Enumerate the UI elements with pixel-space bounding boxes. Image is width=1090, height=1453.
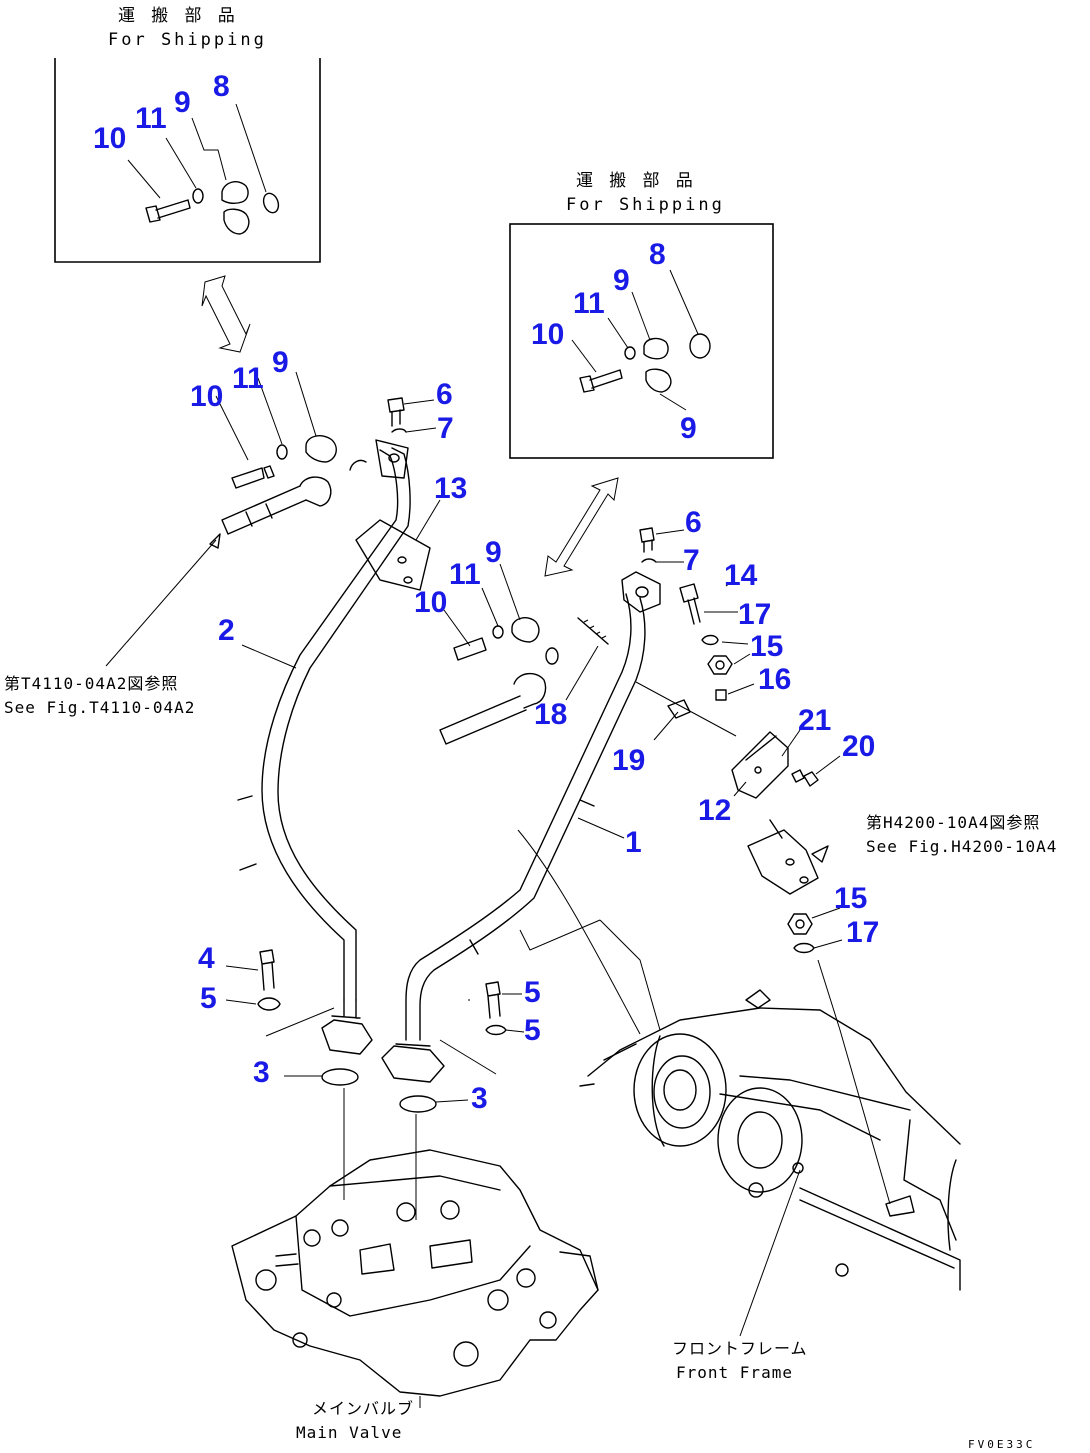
drawing-code: FV0E33C — [968, 1438, 1035, 1451]
callout-8-box1: 8 — [213, 70, 230, 103]
middle-clamp-assembly — [439, 563, 609, 745]
pipe-2 — [237, 397, 441, 1055]
callout-16: 16 — [758, 663, 791, 696]
callout-9-box1: 9 — [174, 86, 191, 119]
callout-10-left: 10 — [190, 380, 223, 413]
callout-14: 14 — [724, 559, 758, 592]
left-clamp-assembly — [215, 371, 367, 535]
callout-2: 2 — [218, 614, 235, 647]
front-frame-label-en: Front Frame — [676, 1363, 793, 1382]
ref-left-en: See Fig.T4110-04A2 — [4, 698, 195, 717]
callout-8-box2: 8 — [649, 238, 666, 271]
pipe-1 — [381, 527, 685, 1083]
right-fastener-stack — [635, 579, 843, 954]
shipping-link-arrow-2 — [544, 477, 619, 577]
callout-9-left: 9 — [272, 346, 289, 379]
front-frame — [468, 829, 961, 1337]
main-valve — [231, 1149, 599, 1408]
callout-18: 18 — [534, 698, 567, 731]
shipping-box-2-title-jp: 運 搬 部 品 — [576, 171, 696, 191]
callout-7-right: 7 — [683, 544, 700, 577]
shipping-box-1-title-en: For Shipping — [108, 30, 267, 50]
ref-left-jp: 第T4110-04A2図参照 — [4, 674, 178, 693]
callout-15-lower: 15 — [834, 882, 867, 915]
callout-11-box2: 11 — [573, 287, 605, 320]
shipping-parts-box-1: 運 搬 部 品 For Shipping — [54, 6, 321, 263]
callout-4-right: 5 — [524, 976, 541, 1009]
callout-15-upper: 15 — [750, 630, 783, 663]
callout-5-right: 5 — [524, 1014, 541, 1047]
ref-right-jp: 第H4200-10A4図参照 — [866, 813, 1040, 832]
callout-6-upper: 6 — [436, 378, 453, 411]
callout-20: 20 — [842, 730, 875, 763]
callout-9-box2-lower: 9 — [680, 412, 697, 445]
shipping-box-2-title-en: For Shipping — [566, 195, 725, 215]
shipping-box-1-title-jp: 運 搬 部 品 — [118, 6, 238, 26]
lower-fasteners — [225, 949, 525, 1220]
shipping-link-arrow-1 — [201, 275, 251, 353]
ref-right-en: See Fig.H4200-10A4 — [866, 837, 1057, 856]
callout-11-mid: 11 — [449, 558, 481, 591]
callout-11-left: 11 — [232, 362, 264, 395]
callout-10-box1: 10 — [93, 122, 126, 155]
callout-6-right: 6 — [685, 506, 702, 539]
callout-7-upper: 7 — [437, 412, 454, 445]
main-valve-label-en: Main Valve — [296, 1423, 402, 1442]
callout-5-left: 5 — [200, 982, 217, 1015]
callout-11-box1: 11 — [135, 102, 167, 135]
callout-3-left: 3 — [253, 1056, 270, 1089]
main-valve-label-jp: メインバルブ — [312, 1399, 414, 1418]
callout-12: 12 — [698, 794, 731, 827]
callout-17-lower: 17 — [846, 916, 879, 949]
callout-19: 19 — [612, 744, 645, 777]
callout-10-mid: 10 — [414, 586, 447, 619]
shipping-parts-box-2: 運 搬 部 品 For Shipping — [509, 171, 774, 459]
front-frame-label-jp: フロントフレーム — [672, 1339, 808, 1358]
callout-1: 1 — [625, 826, 642, 859]
callout-17-upper: 17 — [738, 598, 771, 631]
callout-9-mid: 9 — [485, 536, 502, 569]
callout-10-box2: 10 — [531, 318, 564, 351]
callout-13: 13 — [434, 472, 467, 505]
callout-4-left: 4 — [198, 942, 215, 975]
callout-9-box2-upper: 9 — [613, 264, 630, 297]
callout-3-right: 3 — [471, 1082, 488, 1115]
callout-21: 21 — [798, 704, 831, 737]
